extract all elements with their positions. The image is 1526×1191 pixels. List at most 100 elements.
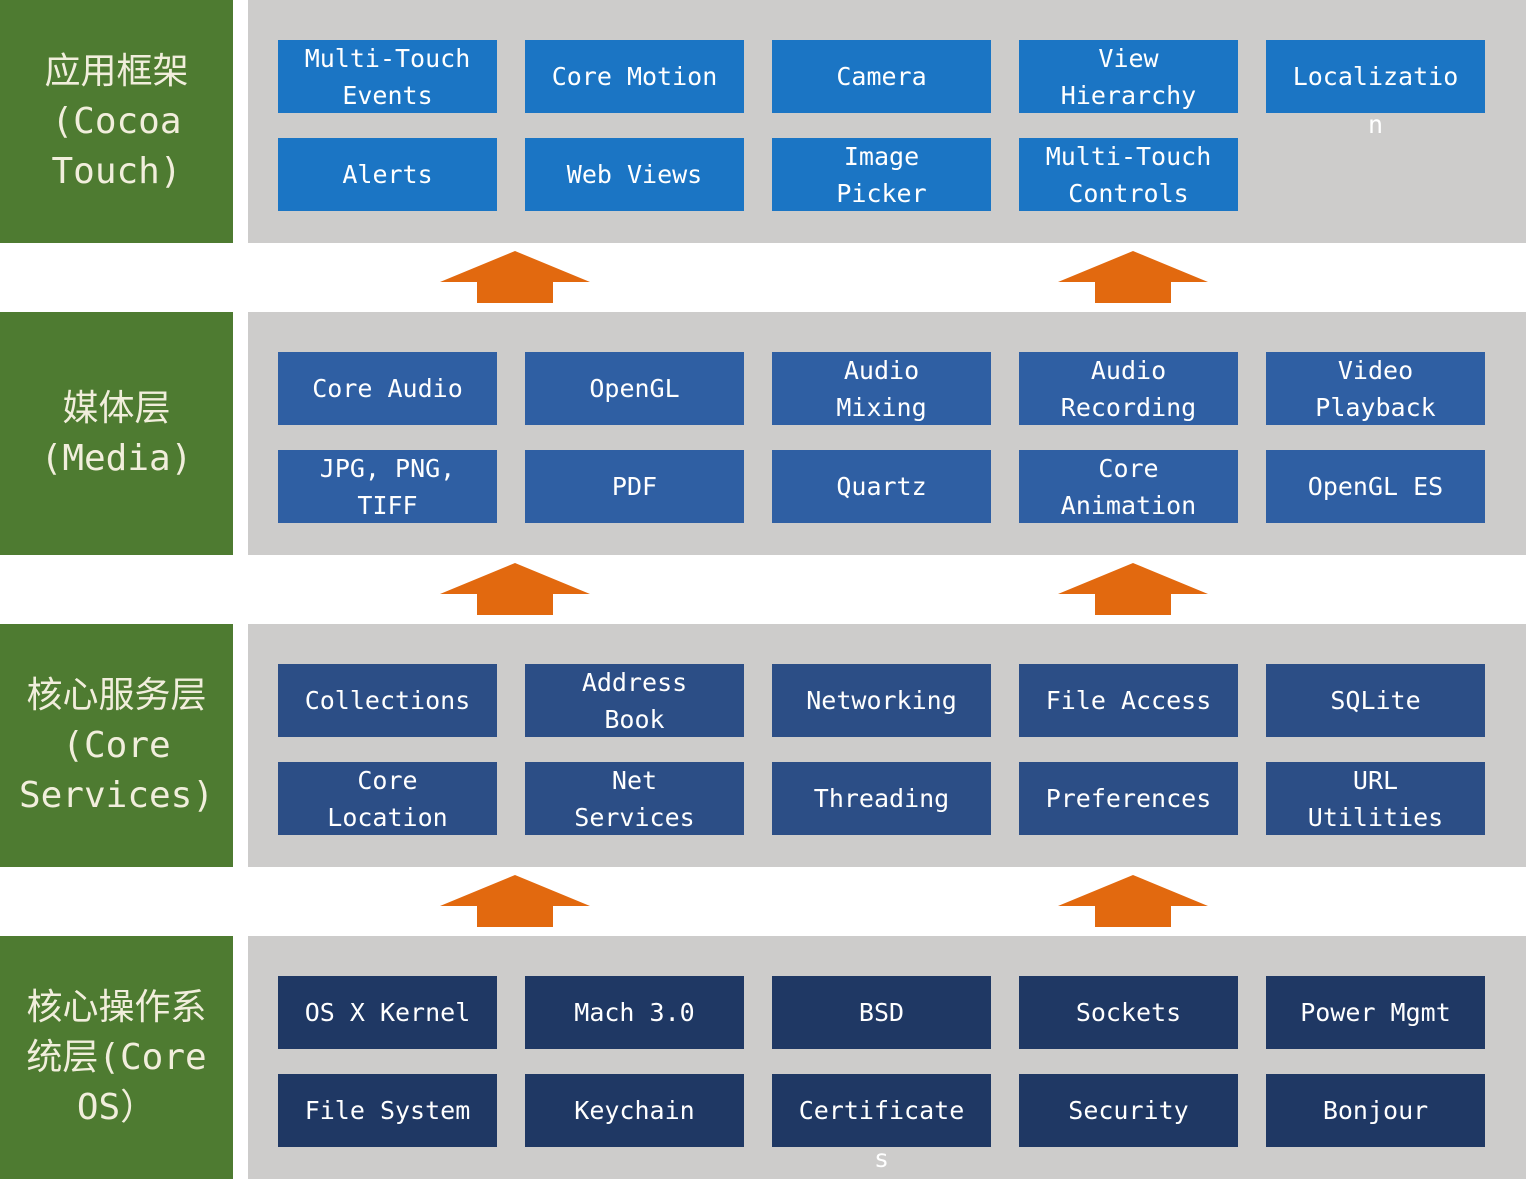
up-arrow-icon [1058, 875, 1208, 927]
box-web-views: Web Views [525, 138, 744, 211]
box-bsd: BSD [772, 976, 991, 1049]
up-arrow-icon [440, 563, 590, 615]
layer-label-media: 媒体层 (Media) [0, 312, 233, 555]
layer-label-cocoa-touch: 应用框架 (Cocoa Touch) [0, 0, 233, 243]
up-arrow-icon [1058, 563, 1208, 615]
box-alerts: Alerts [278, 138, 497, 211]
box-preferences: Preferences [1019, 762, 1238, 835]
box-label: Address Book [581, 667, 688, 734]
box-label: Keychain [574, 1096, 695, 1125]
box-label: Security [1068, 1096, 1189, 1125]
box-label: SQLite [1330, 686, 1421, 715]
gap-1 [0, 243, 1526, 312]
box-bonjour: Bonjour [1266, 1074, 1485, 1147]
box-pdf: PDF [525, 450, 744, 523]
box-label: Multi-Touch Controls [1045, 141, 1212, 208]
box-audio-mixing: Audio Mixing [772, 352, 991, 425]
box-label: Web Views [566, 160, 703, 189]
box-label: Networking [806, 686, 957, 715]
layer-cocoa-touch: 应用框架 (Cocoa Touch) Multi-Touch Events Co… [0, 0, 1526, 243]
layer-panel-cocoa-touch: Multi-Touch Events Core Motion Camera Vi… [248, 0, 1526, 243]
box-address-book: Address Book [525, 664, 744, 737]
box-label: Collections [304, 686, 471, 715]
box-label: Camera [836, 62, 927, 91]
box-label: Core Motion [551, 62, 718, 91]
box-net-services: Net Services [525, 762, 744, 835]
box-label: Audio Recording [1060, 355, 1197, 422]
box-core-audio: Core Audio [278, 352, 497, 425]
box-label: Mach 3.0 [574, 998, 695, 1027]
box-sqlite: SQLite [1266, 664, 1485, 737]
box-core-motion: Core Motion [525, 40, 744, 113]
box-threading: Threading [772, 762, 991, 835]
box-label: Localization [1292, 61, 1459, 139]
box-label: OS X Kernel [304, 998, 471, 1027]
layer-label-text: 应用框架 (Cocoa Touch) [44, 50, 189, 192]
box-label: Multi-Touch Events [304, 43, 471, 110]
layer-panel-media: Core Audio OpenGL Audio Mixing Audio Rec… [248, 312, 1526, 555]
box-os-x-kernel: OS X Kernel [278, 976, 497, 1049]
box-opengl-es: OpenGL ES [1266, 450, 1485, 523]
box-multi-touch-events: Multi-Touch Events [278, 40, 497, 113]
up-arrow-icon [440, 875, 590, 927]
box-label: Alerts [342, 160, 433, 189]
box-networking: Networking [772, 664, 991, 737]
box-label: Audio Mixing [836, 355, 927, 422]
box-label: Threading [813, 784, 950, 813]
layer-label-text: 核心服务层 (Core Services) [18, 674, 215, 816]
box-label: Image Picker [836, 141, 927, 208]
box-label: URL Utilities [1307, 765, 1444, 832]
layer-label-text: 媒体层 (Media) [40, 387, 193, 479]
box-label: Core Audio [312, 374, 463, 403]
layer-panel-core-os: OS X Kernel Mach 3.0 BSD Sockets Power M… [248, 936, 1526, 1179]
layer-panel-core-services: Collections Address Book Networking File… [248, 624, 1526, 867]
box-audio-recording: Audio Recording [1019, 352, 1238, 425]
box-quartz: Quartz [772, 450, 991, 523]
box-label: Certificates [798, 1095, 965, 1173]
layer-label-text: 核心操作系 统层(Core OS） [26, 986, 207, 1128]
box-label: Sockets [1075, 998, 1182, 1027]
layer-core-os: 核心操作系 统层(Core OS） OS X Kernel Mach 3.0 B… [0, 936, 1526, 1179]
box-multi-touch-controls: Multi-Touch Controls [1019, 138, 1238, 211]
box-certificates: Certificates [772, 1074, 991, 1173]
layer-media: 媒体层 (Media) Core Audio OpenGL Audio Mixi… [0, 312, 1526, 555]
box-image-picker: Image Picker [772, 138, 991, 211]
box-label: OpenGL [589, 374, 680, 403]
up-arrow-icon [1058, 251, 1208, 303]
box-label: Power Mgmt [1300, 998, 1451, 1027]
box-file-system: File System [278, 1074, 497, 1147]
box-label: File System [304, 1096, 471, 1125]
box-mach: Mach 3.0 [525, 976, 744, 1049]
box-label: Core Location [327, 765, 448, 832]
box-label: View Hierarchy [1060, 43, 1197, 110]
box-label: Core Animation [1060, 453, 1197, 520]
gap-2 [0, 555, 1526, 624]
box-camera: Camera [772, 40, 991, 113]
box-jpg-png-tiff: JPG, PNG, TIFF [278, 450, 497, 523]
layer-core-services: 核心服务层 (Core Services) Collections Addres… [0, 624, 1526, 867]
box-url-utilities: URL Utilities [1266, 762, 1485, 835]
box-label: OpenGL ES [1307, 472, 1444, 501]
box-label: Net Services [574, 765, 695, 832]
box-core-animation: Core Animation [1019, 450, 1238, 523]
box-label: File Access [1045, 686, 1212, 715]
up-arrow-icon [440, 251, 590, 303]
box-keychain: Keychain [525, 1074, 744, 1147]
box-label: PDF [611, 472, 658, 501]
box-video-playback: Video Playback [1266, 352, 1485, 425]
layer-label-core-services: 核心服务层 (Core Services) [0, 624, 233, 867]
box-localization: Localization [1266, 40, 1485, 139]
box-label: Preferences [1045, 784, 1212, 813]
box-label: BSD [858, 998, 905, 1027]
box-collections: Collections [278, 664, 497, 737]
box-security: Security [1019, 1074, 1238, 1147]
box-label: JPG, PNG, TIFF [319, 453, 456, 520]
gap-3 [0, 867, 1526, 936]
box-core-location: Core Location [278, 762, 497, 835]
box-opengl: OpenGL [525, 352, 744, 425]
box-sockets: Sockets [1019, 976, 1238, 1049]
box-power-mgmt: Power Mgmt [1266, 976, 1485, 1049]
box-label: Bonjour [1322, 1096, 1429, 1125]
layer-label-core-os: 核心操作系 统层(Core OS） [0, 936, 233, 1179]
box-file-access: File Access [1019, 664, 1238, 737]
